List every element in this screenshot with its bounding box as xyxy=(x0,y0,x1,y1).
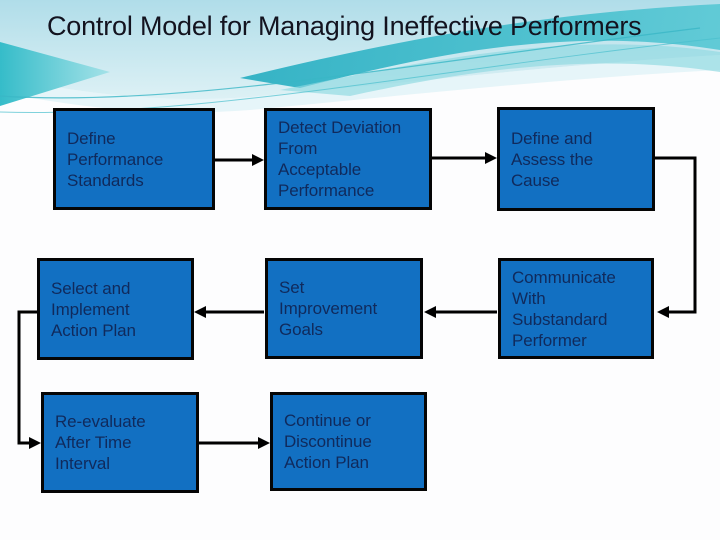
flow-box-select-implement-action-plan: Select and Implement Action Plan xyxy=(37,258,194,360)
flow-box-communicate-substandard-performer: Communicate With Substandard Performer xyxy=(498,258,654,359)
flow-box-label: Set Improvement Goals xyxy=(279,278,378,339)
page-title: Control Model for Managing Ineffective P… xyxy=(47,11,642,41)
wave-under-band xyxy=(280,44,720,96)
arrowhead-goals xyxy=(424,306,436,318)
flow-box-label: Define Performance Standards xyxy=(67,128,164,190)
arrowhead-continue xyxy=(258,437,270,449)
flow-box-detect-deviation: Detect Deviation From Acceptable Perform… xyxy=(264,108,432,210)
flow-box-define-assess-cause: Define and Assess the Cause xyxy=(497,107,655,211)
flow-box-label: Re-evaluate After Time Interval xyxy=(55,412,146,473)
flow-box-set-improvement-goals: Set Improvement Goals xyxy=(265,258,423,359)
wave-soft-band xyxy=(0,55,720,113)
arrowhead-select xyxy=(194,306,206,318)
wave-left-wedge xyxy=(0,42,110,106)
connector-cause-to-communicate xyxy=(655,156,697,314)
header-wave-graphic xyxy=(0,0,720,113)
flow-box-define-performance-standards: Define Performance Standards xyxy=(53,108,215,210)
wave-thin-line-1 xyxy=(0,27,701,99)
flow-box-label: Detect Deviation From Acceptable Perform… xyxy=(278,118,402,200)
arrowhead-communicate xyxy=(657,306,669,318)
flow-box-label: Define and Assess the Cause xyxy=(511,128,594,190)
wave-crest-band xyxy=(240,4,720,88)
flow-box-label: Select and Implement Action Plan xyxy=(51,278,136,340)
flow-box-continue-discontinue-action-plan: Continue or Discontinue Action Plan xyxy=(270,392,427,491)
arrowhead-reevaluate xyxy=(29,437,41,449)
flow-box-re-evaluate-after-time-interval: Re-evaluate After Time Interval xyxy=(41,392,199,493)
arrowhead-cause xyxy=(485,152,497,164)
connector-select-to-reevaluate xyxy=(17,310,38,445)
flow-box-label: Continue or Discontinue Action Plan xyxy=(284,411,372,472)
arrowhead-detect xyxy=(252,154,264,166)
flow-box-label: Communicate With Substandard Performer xyxy=(512,267,616,350)
